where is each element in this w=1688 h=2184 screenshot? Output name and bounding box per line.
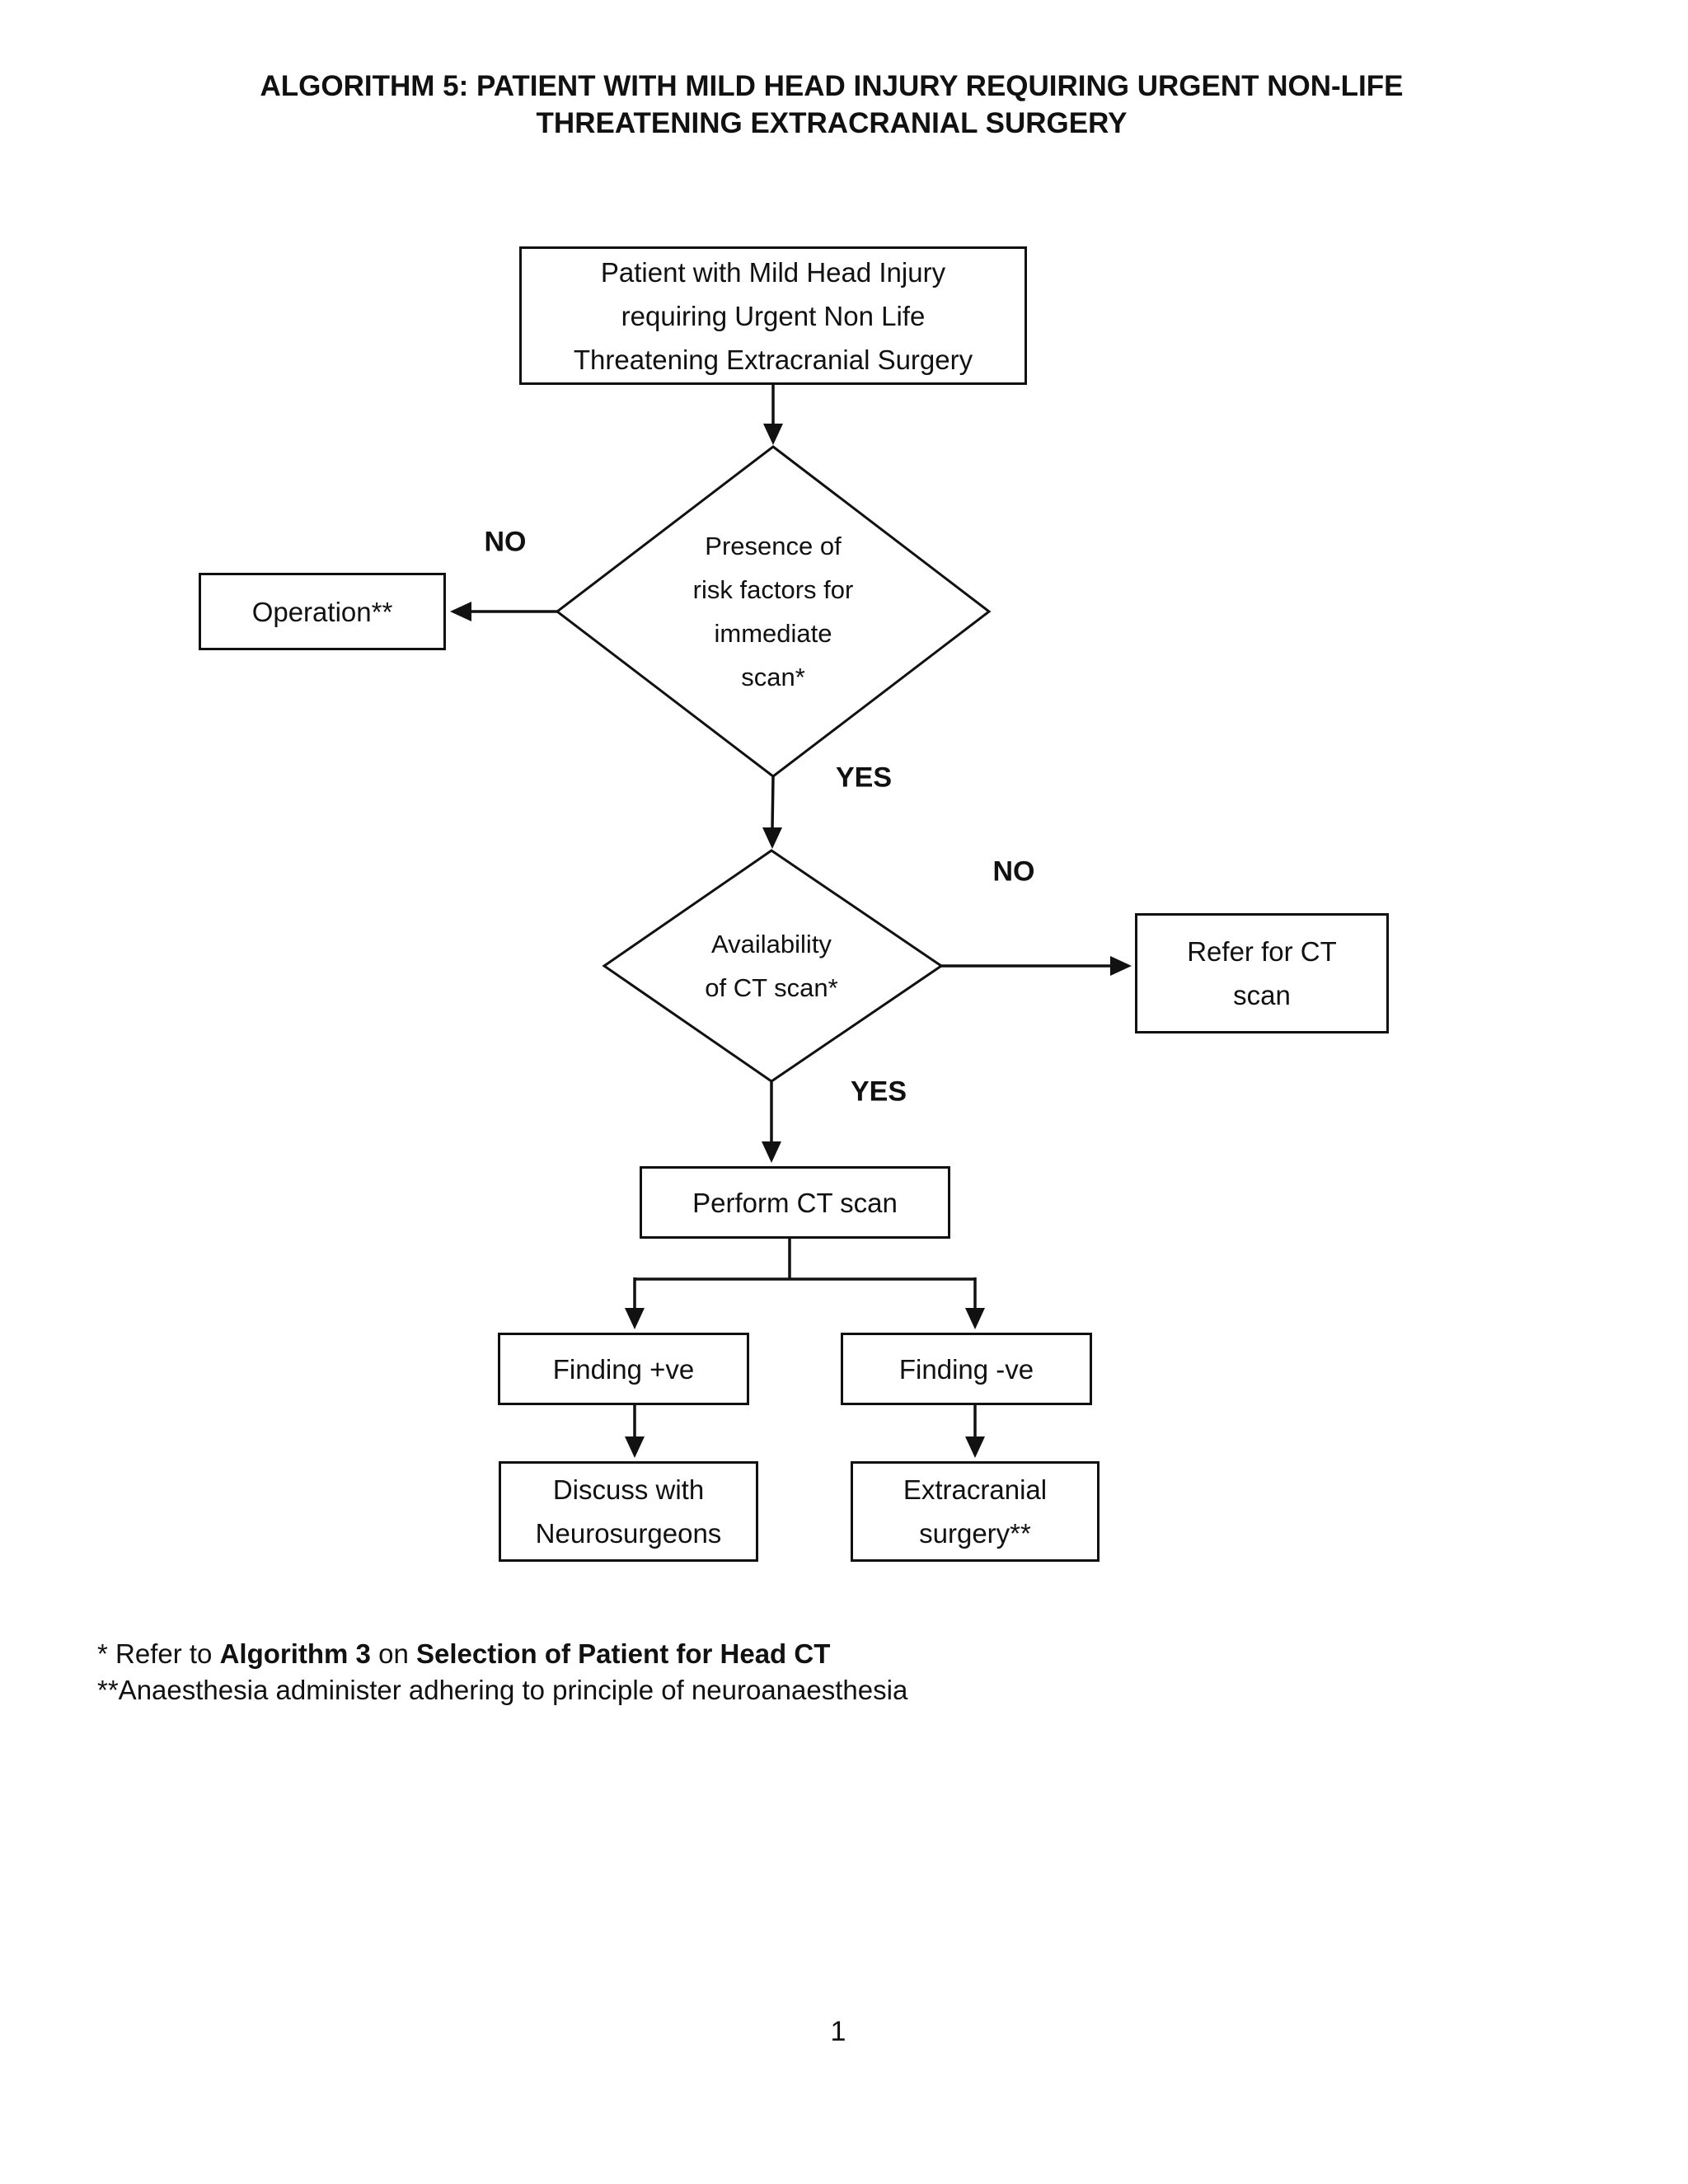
node-start-line2: requiring Urgent Non Life [621, 300, 926, 331]
arrow-start-to-risk [763, 385, 783, 445]
decision-ct-line1: Availability [711, 930, 832, 958]
node-discuss-line2: Neurosurgeons [535, 1518, 722, 1549]
arrow-ct-to-perform [762, 1081, 781, 1163]
node-discuss: Discuss with Neurosurgeons [499, 1461, 758, 1562]
label-ct-no: NO [992, 855, 1035, 888]
label-risk-no: NO [484, 526, 527, 558]
node-finding-positive-label: Finding +ve [552, 1353, 695, 1385]
node-refer-ct-line1: Refer for CT [1187, 936, 1337, 967]
arrow-risk-to-ct [762, 776, 782, 849]
arrow-risk-to-operation [450, 602, 557, 621]
arrow-ct-to-refer [941, 956, 1132, 976]
node-perform-label: Perform CT scan [692, 1187, 898, 1218]
node-decision-risk-text: Presence of risk factors for immediate s… [649, 521, 897, 702]
page-title-line2: THREATENING EXTRACRANIAL SURGERY [536, 107, 1128, 139]
footnotes: * Refer to Algorithm 3 on Selection of P… [97, 1636, 1498, 1708]
decision-ct-line2: of CT scan* [705, 973, 838, 1002]
footnote-line1-mid: on [370, 1638, 416, 1669]
node-decision-ct-text: Availability of CT scan* [648, 920, 895, 1012]
node-start: Patient with Mild Head Injury requiring … [519, 246, 1027, 385]
footnote-line1: * Refer to Algorithm 3 on Selection of P… [97, 1636, 1498, 1672]
node-operation-label: Operation** [251, 596, 393, 627]
node-perform: Perform CT scan [640, 1166, 950, 1239]
arrow-branch-to-finding-positive [625, 1277, 645, 1329]
decision-risk-line1: Presence of [705, 532, 842, 560]
node-operation: Operation** [199, 573, 446, 650]
node-finding-negative-label: Finding -ve [898, 1353, 1034, 1385]
decision-risk-line3: immediate [714, 619, 832, 648]
decision-risk-line2: risk factors for [692, 575, 854, 604]
arrow-negative-to-extracranial [965, 1405, 985, 1458]
decision-risk-line4: scan* [741, 663, 805, 691]
page-title: ALGORITHM 5: PATIENT WITH MILD HEAD INJU… [0, 68, 1663, 142]
page-title-line1: ALGORITHM 5: PATIENT WITH MILD HEAD INJU… [260, 70, 1404, 102]
node-finding-negative: Finding -ve [841, 1333, 1092, 1405]
footnote-line2: **Anaesthesia administer adhering to pri… [97, 1675, 908, 1705]
node-start-line1: Patient with Mild Head Injury [600, 256, 946, 288]
node-refer-ct-line2: scan [1233, 980, 1291, 1010]
connector-perform-branch [635, 1239, 975, 1281]
arrow-positive-to-discuss [625, 1405, 645, 1458]
node-refer-ct: Refer for CT scan [1135, 913, 1389, 1033]
label-risk-yes: YES [835, 762, 893, 794]
label-ct-yes: YES [850, 1076, 907, 1108]
node-finding-positive: Finding +ve [498, 1333, 749, 1405]
arrow-branch-to-finding-negative [965, 1277, 985, 1329]
node-extracranial-line2: surgery** [919, 1518, 1031, 1549]
node-extracranial: Extracranial surgery** [851, 1461, 1100, 1562]
page-number: 1 [830, 2016, 846, 2047]
node-extracranial-line1: Extracranial [903, 1474, 1048, 1505]
node-discuss-line1: Discuss with [552, 1474, 705, 1505]
footnote-line1-bold2: Selection of Patient for Head CT [415, 1638, 831, 1669]
footnote-line1-bold1: Algorithm 3 [219, 1638, 371, 1669]
footnote-line1-prefix: * Refer to [97, 1638, 220, 1669]
node-start-line3: Threatening Extracranial Surgery [573, 344, 973, 375]
